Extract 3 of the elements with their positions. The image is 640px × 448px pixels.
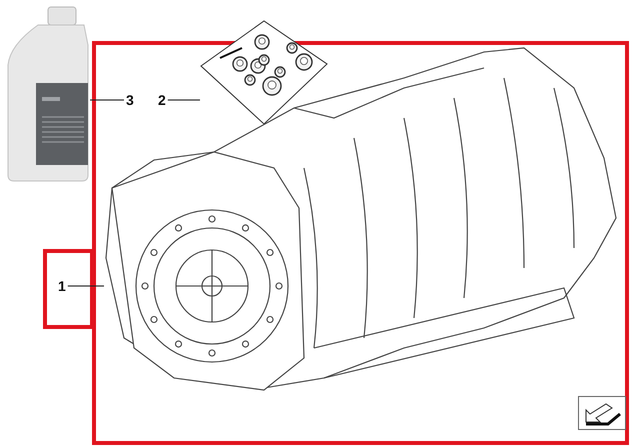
callout-number: 3 [126, 92, 134, 108]
callout-number: 2 [158, 92, 166, 108]
callout-number: 1 [58, 278, 66, 294]
